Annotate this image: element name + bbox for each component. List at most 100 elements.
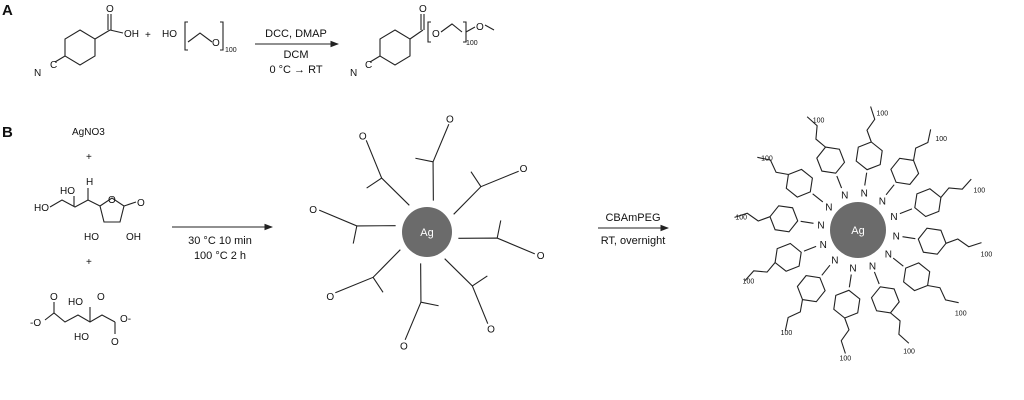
citrate-o-minus-2: O- [120,314,131,325]
condition-a-3: 0 °C → RT [269,64,322,76]
citrate-ligand: O [458,220,545,262]
citrate-ligand: O [326,249,401,303]
cbampeg-ligand: N 100 [893,227,993,259]
nitrile-n: N [885,250,892,261]
acid-oh: OH [124,29,139,40]
cbampeg-ligand: N 100 [781,256,839,337]
citrate-ho2: HO [74,332,89,343]
citrate-o-minus-1: -O [30,318,41,329]
ascorbic-ho2: HO [60,186,75,197]
peg-ho: HO [162,29,177,40]
ascorbic-keto-o: O [137,198,145,209]
citrate-ligand: O [400,263,439,353]
carboxylate-o: O [309,205,317,216]
cbampeg-ligand: N 100 [757,156,833,213]
nitrile-n: N [861,188,868,199]
product-nitrile-c: C [365,60,372,71]
carboxylate-o: O [359,131,367,142]
ascorbic-ring-o: O [108,195,116,206]
ascorbic-ho3: HO [84,232,99,243]
ascorbic-oh: OH [126,232,141,243]
carboxylate-o: O [537,251,545,262]
cbampeg-ligand: N 100 [734,205,825,233]
peg-repeat: 100 [225,47,237,54]
plus-sign-2: + [86,257,92,268]
nitrile-n: N [825,202,832,213]
condition-b2-1: CBAmPEG [605,212,660,224]
citrate-ligand: O [359,131,410,206]
silver-nitrate: AgNO3 [72,127,105,138]
product-nitrile-n: N [350,68,357,79]
nitrile-n: N [841,191,848,202]
citrate-capped-silver-nanoparticle: O O O O O O O O [309,114,544,352]
nitrile-n: N [879,196,886,207]
cbampeg-ligand: N 100 [806,116,848,202]
cbampeg-ligand: N 100 [890,178,985,223]
peg-repeat: 100 [973,188,985,195]
product-repeat: 100 [466,40,478,47]
plus-sign-1: + [86,152,92,163]
cbampeg-ligand: N 100 [833,264,861,363]
peg-repeat: 100 [839,356,851,363]
peg-repeat: 100 [981,252,993,259]
peg-repeat: 100 [955,310,967,317]
nitrile-n: N [817,220,824,231]
nitrile-n: N [34,68,41,79]
product-carbonyl-o: O [419,4,427,15]
nitrile-n: N [890,212,897,223]
condition-a-2: DCM [283,49,308,61]
panel-label-b: B [2,124,13,141]
peg-repeat: 100 [877,110,889,117]
peg-repeat: 100 [735,214,747,221]
nitrile-n: N [849,264,856,275]
peg-repeat: 100 [781,330,793,337]
condition-b1-2: 100 °C 2 h [194,250,246,262]
nitrile-c: C [50,60,57,71]
plus-sign: + [145,30,151,41]
carboxylate-o: O [487,325,495,336]
peg-repeat: 100 [935,136,947,143]
citrate-o2: O [97,292,105,303]
citrate-ligand: O [309,205,396,244]
silver-label-1: Ag [420,227,433,239]
peg-repeat: 100 [761,156,773,163]
cbampeg-capped-silver-nanoparticle: N100N100N100N100N100N100N100N100N100N100… [734,106,993,363]
ascorbic-ho1: HO [34,203,49,214]
silver-core-2 [830,202,886,258]
cyanobenzoic-acid: O OH C N [34,4,139,79]
product-o1: O [432,29,440,40]
cbampeg-ligand: N 100 [885,250,967,318]
citrate-o3: O [111,337,119,348]
citrate-ligand: O [415,114,454,201]
carboxylate-o: O [446,114,454,125]
nitrile-n: N [831,256,838,267]
cbampeg-ligand: N 100 [855,106,889,199]
citrate-ligand: O [444,258,495,336]
ascorbic-acid: HO HO H O O HO OH [34,177,145,243]
carboxylate-o: O [520,164,528,175]
nitrile-n: N [820,240,827,251]
carboxylate-o: O [326,292,334,303]
carboxylate-o: O [400,342,408,353]
citrate-o1: O [50,292,58,303]
citrate-ligand: O [453,164,528,215]
cbampeg-ligand: N 100 [879,129,947,207]
nitrile-n: N [869,261,876,272]
cbampeg-ligand: N 100 [743,240,827,285]
panel-label-a: A [2,2,13,19]
peg-reactant: HO O 100 [162,21,237,54]
ascorbic-h: H [86,177,93,188]
condition-b2-2: RT, overnight [601,235,666,247]
condition-b1-1: 30 °C 10 min [188,235,252,247]
nitrile-n: N [893,232,900,243]
silver-core-1 [402,207,452,257]
carbonyl-o: O [106,4,114,15]
condition-a-1: DCC, DMAP [265,28,327,40]
citrate-ho: HO [68,297,83,308]
cbampeg-product: O O 100 O C N [350,4,495,79]
peg-repeat: 100 [743,278,755,285]
silver-label-2: Ag [851,225,864,237]
peg-repeat: 100 [813,118,825,125]
